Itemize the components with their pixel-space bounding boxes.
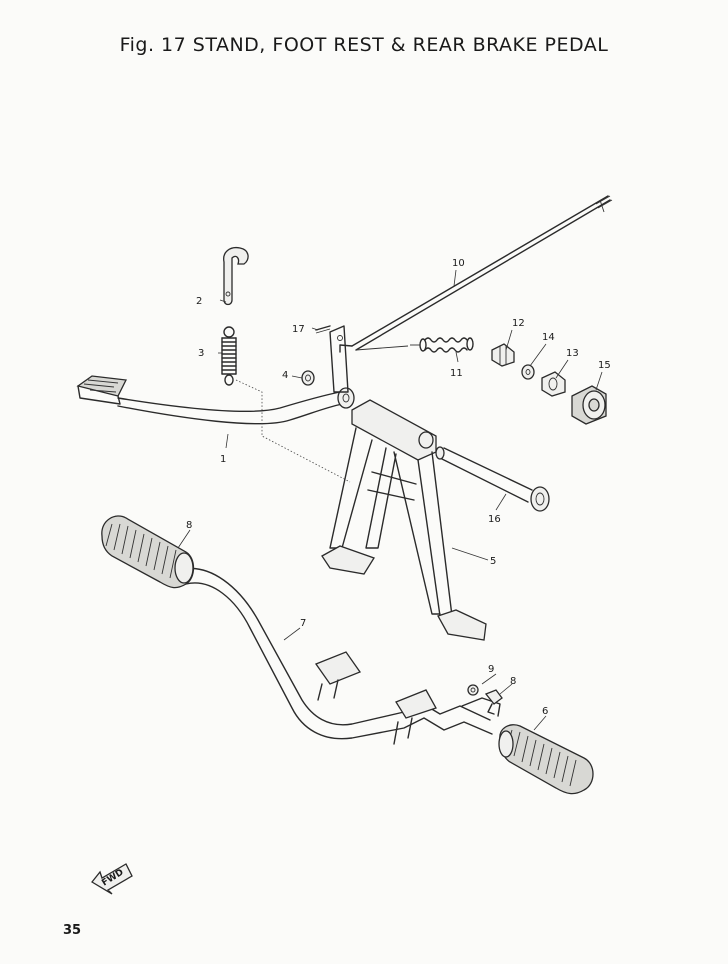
foot-rest-rubber-left <box>101 515 195 589</box>
adjuster-nut <box>491 343 515 367</box>
collar <box>541 371 566 397</box>
pedal-spring <box>221 326 237 386</box>
cotter-pin <box>315 325 331 334</box>
callout-8-right: 6 <box>542 706 548 717</box>
foot-rest-bar <box>179 567 501 745</box>
callout-9: 8 <box>510 676 516 687</box>
main-stand <box>321 399 487 641</box>
callout-2: 16 <box>488 514 501 525</box>
callout-1: 5 <box>490 556 496 567</box>
callout-8-left: 8 <box>186 520 192 531</box>
page-number: 35 <box>63 923 82 938</box>
foot-rest-rubber-right <box>498 724 594 795</box>
rubber-bumper <box>571 385 607 425</box>
callout-14: 13 <box>566 348 579 359</box>
callout-17: 17 <box>292 324 305 335</box>
brake-pedal <box>76 325 355 425</box>
spring-hook-plate <box>223 246 249 306</box>
callout-12: 11 <box>450 368 463 379</box>
callout-3: 1 <box>220 454 226 465</box>
brake-rod <box>339 195 613 353</box>
callout-16: 15 <box>598 360 611 371</box>
callout-15: 14 <box>542 332 555 343</box>
washer <box>521 364 535 380</box>
callout-5: 2 <box>196 296 202 307</box>
callout-6: 3 <box>198 348 204 359</box>
callout-labels: 10 2 17 3 4 11 12 14 13 15 1 16 5 8 7 9 … <box>186 258 611 717</box>
leader-lines <box>177 269 603 731</box>
figure-title: Fig. 17 STAND, FOOT REST & REAR BRAKE PE… <box>119 34 609 56</box>
callout-13: 12 <box>512 318 525 329</box>
callout-4: 4 <box>282 370 288 381</box>
washer-small <box>467 684 479 696</box>
callout-10: 9 <box>488 664 494 675</box>
stand-pivot-bolt <box>435 446 550 512</box>
circlip <box>301 370 315 386</box>
brake-spring <box>355 337 474 353</box>
fwd-arrow-icon: FWD <box>91 863 133 895</box>
callout-11: 10 <box>452 258 465 269</box>
bolt <box>484 689 503 715</box>
callout-7: 7 <box>300 618 306 629</box>
